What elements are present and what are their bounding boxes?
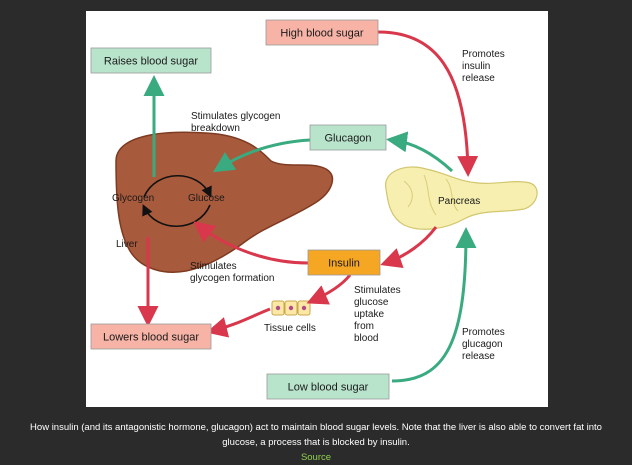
arrow-insulin-to-cells <box>306 274 352 305</box>
glucagon-box: Glucagon <box>309 124 387 151</box>
high-blood-sugar-label: High blood sugar <box>280 28 364 40</box>
source-link[interactable]: Source <box>300 452 332 463</box>
tissue-cells-shape <box>271 300 311 316</box>
lowers-blood-sugar-label: Lowers blood sugar <box>103 332 199 344</box>
liver-label: Liver <box>116 239 138 250</box>
low-blood-sugar-label: Low blood sugar <box>288 382 369 394</box>
arrow-low-to-pancreas <box>391 227 477 383</box>
raises-blood-sugar-label: Raises blood sugar <box>104 56 199 68</box>
promotes-insulin-release-text: Promotes insulin release <box>462 49 508 84</box>
tissue-cells-label: Tissue cells <box>264 323 316 334</box>
figure-panel: High blood sugar Raises blood sugar Gluc… <box>86 11 548 407</box>
glycogen-label: Glycogen <box>112 193 154 204</box>
glucagon-label: Glucagon <box>324 133 371 145</box>
caption-line-2: glucose, a process that is blocked by in… <box>222 437 410 448</box>
arrow-pancreas-to-glucagon <box>386 131 454 173</box>
pancreas-shape <box>385 166 538 230</box>
cycle-arrow-bottom <box>142 204 211 227</box>
arrow-cells-to-lowers <box>206 307 271 338</box>
raises-blood-sugar-box: Raises blood sugar <box>90 47 212 74</box>
stimulates-glycogen-breakdown-text: Stimulates glycogen breakdown <box>191 111 283 134</box>
stimulates-glycogen-formation-text: Stimulates glycogen formation <box>190 261 275 284</box>
pancreas-lobes <box>403 174 459 216</box>
caption-line-1: How insulin (and its antagonistic hormon… <box>30 422 602 433</box>
liver-shape <box>115 131 334 273</box>
glucose-label: Glucose <box>188 193 225 204</box>
pancreas-label: Pancreas <box>438 196 480 207</box>
high-blood-sugar-box: High blood sugar <box>265 19 379 46</box>
arrow-glucagon-to-liver <box>212 138 311 173</box>
figure-caption: How insulin (and its antagonistic hormon… <box>0 420 632 465</box>
arrow-pancreas-to-insulin <box>380 226 438 268</box>
promotes-glucagon-release-text: Promotes glucagon release <box>462 327 508 362</box>
insulin-label: Insulin <box>328 258 360 270</box>
low-blood-sugar-box: Low blood sugar <box>266 373 390 400</box>
arrow-high-to-pancreas <box>377 30 479 177</box>
stimulates-glucose-uptake-text: Stimulates glucose uptake from blood <box>354 285 403 344</box>
insulin-box: Insulin <box>307 249 381 276</box>
cycle-arrow-top <box>143 175 212 198</box>
lowers-blood-sugar-box: Lowers blood sugar <box>90 323 212 350</box>
insulin-glucagon-diagram: High blood sugar Raises blood sugar Gluc… <box>90 19 538 400</box>
arrow-insulin-to-liver <box>193 221 309 265</box>
